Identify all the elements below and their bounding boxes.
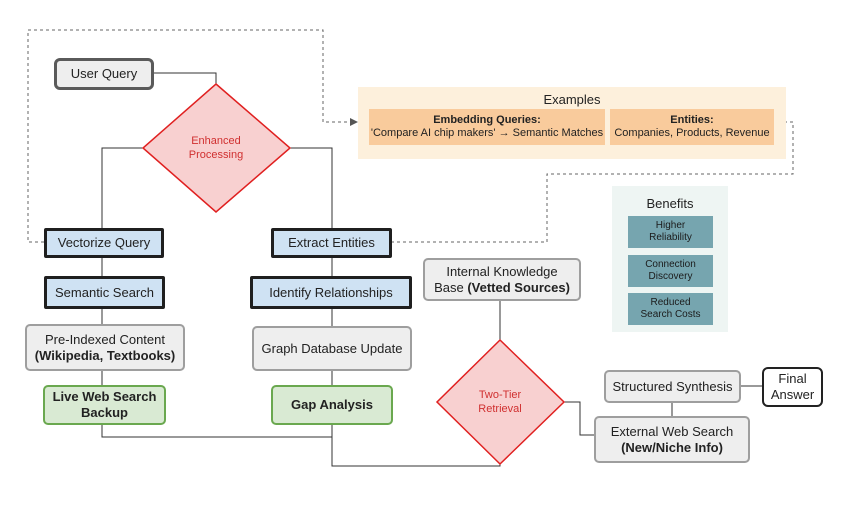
live-web-search-backup-node: Live Web Search Backup [43, 385, 166, 425]
internal-knowledge-base-node: Internal Knowledge Base (Vetted Sources) [423, 258, 581, 301]
extract-entities-node: Extract Entities [271, 228, 392, 258]
internal-kb-line2: Base (Vetted Sources) [434, 280, 570, 296]
internal-kb-line1: Internal Knowledge [446, 263, 558, 279]
extract-entities-label: Extract Entities [288, 235, 375, 250]
two-tier-retrieval-label: Two-Tier Retrieval [455, 388, 545, 416]
pre-indexed-line1: Pre-Indexed Content [45, 331, 165, 347]
final-answer-node: Final Answer [762, 367, 823, 407]
dashed-connector-to-embedding [27, 29, 358, 243]
connector-processing-left [101, 147, 143, 228]
embedding-queries-title: Embedding Queries: [433, 114, 541, 126]
identify-relationships-node: Identify Relationships [250, 276, 412, 309]
entities-cell: Entities: Companies, Products, Revenue [610, 109, 774, 145]
internal-kb-line2-bold: (Vetted Sources) [467, 279, 570, 295]
enhanced-processing-line1: Enhanced [191, 135, 241, 147]
live-web-line1: Live Web Search [52, 389, 157, 404]
enhanced-processing-line2: Processing [188, 149, 244, 161]
vectorize-query-node: Vectorize Query [44, 228, 164, 258]
graph-database-update-label: Graph Database Update [261, 340, 403, 356]
two-tier-line2: Retrieval [478, 403, 522, 415]
structured-synthesis-node: Structured Synthesis [604, 370, 741, 403]
benefit-2-line2: Discovery [648, 271, 693, 282]
connector-retrieval-to-external [564, 401, 594, 436]
pre-indexed-content-node: Pre-Indexed Content (Wikipedia, Textbook… [25, 324, 185, 371]
benefit-1-line1: Higher [655, 220, 686, 231]
gap-analysis-label: Gap Analysis [291, 397, 373, 412]
benefit-3-line2: Search Costs [640, 309, 701, 320]
benefit-2-line1: Connection [645, 259, 696, 270]
connector-query-to-processing [154, 72, 217, 84]
final-answer-line1: Final [778, 371, 807, 386]
live-web-line2: Backup [81, 405, 128, 420]
benefit-3-line1: Reduced [650, 297, 691, 308]
enhanced-processing-diamond [141, 83, 292, 213]
external-web-line1: External Web Search [610, 423, 734, 439]
enhanced-processing-label: Enhanced Processing [166, 134, 266, 162]
semantic-search-label: Semantic Search [55, 284, 154, 300]
gap-analysis-node: Gap Analysis [271, 385, 393, 425]
embedding-queries-cell: Embedding Queries: 'Compare AI chip make… [369, 109, 605, 145]
benefit-1-line2: Reliability [649, 232, 692, 243]
identify-relationships-label: Identify Relationships [269, 284, 393, 300]
semantic-search-node: Semantic Search [44, 276, 165, 309]
two-tier-line1: Two-Tier [478, 389, 522, 401]
structured-synthesis-label: Structured Synthesis [612, 378, 733, 394]
user-query-node: User Query [54, 58, 154, 90]
dashed-connector-to-entities [391, 118, 794, 243]
examples-panel: Examples Embedding Queries: 'Compare AI … [358, 87, 786, 159]
examples-title: Examples [543, 92, 601, 107]
entities-text: Companies, Products, Revenue [614, 127, 770, 139]
graph-database-update-node: Graph Database Update [252, 326, 412, 371]
entities-title: Entities: [670, 114, 714, 126]
external-web-line2: (New/Niche Info) [621, 439, 723, 455]
internal-kb-line2-plain: Base [434, 279, 468, 295]
connector-liveweb-merge [101, 425, 332, 438]
vectorize-query-label: Vectorize Query [57, 235, 151, 250]
final-answer-line2: Answer [770, 387, 815, 402]
user-query-label: User Query [70, 66, 138, 81]
embedding-queries-text: 'Compare AI chip makers' → Semantic Matc… [370, 127, 604, 139]
benefits-title: Benefits [646, 196, 694, 211]
two-tier-retrieval-diamond [435, 338, 566, 466]
external-web-search-node: External Web Search (New/Niche Info) [594, 416, 750, 463]
connector-processing-right [290, 147, 333, 228]
pre-indexed-line2: (Wikipedia, Textbooks) [34, 347, 176, 363]
